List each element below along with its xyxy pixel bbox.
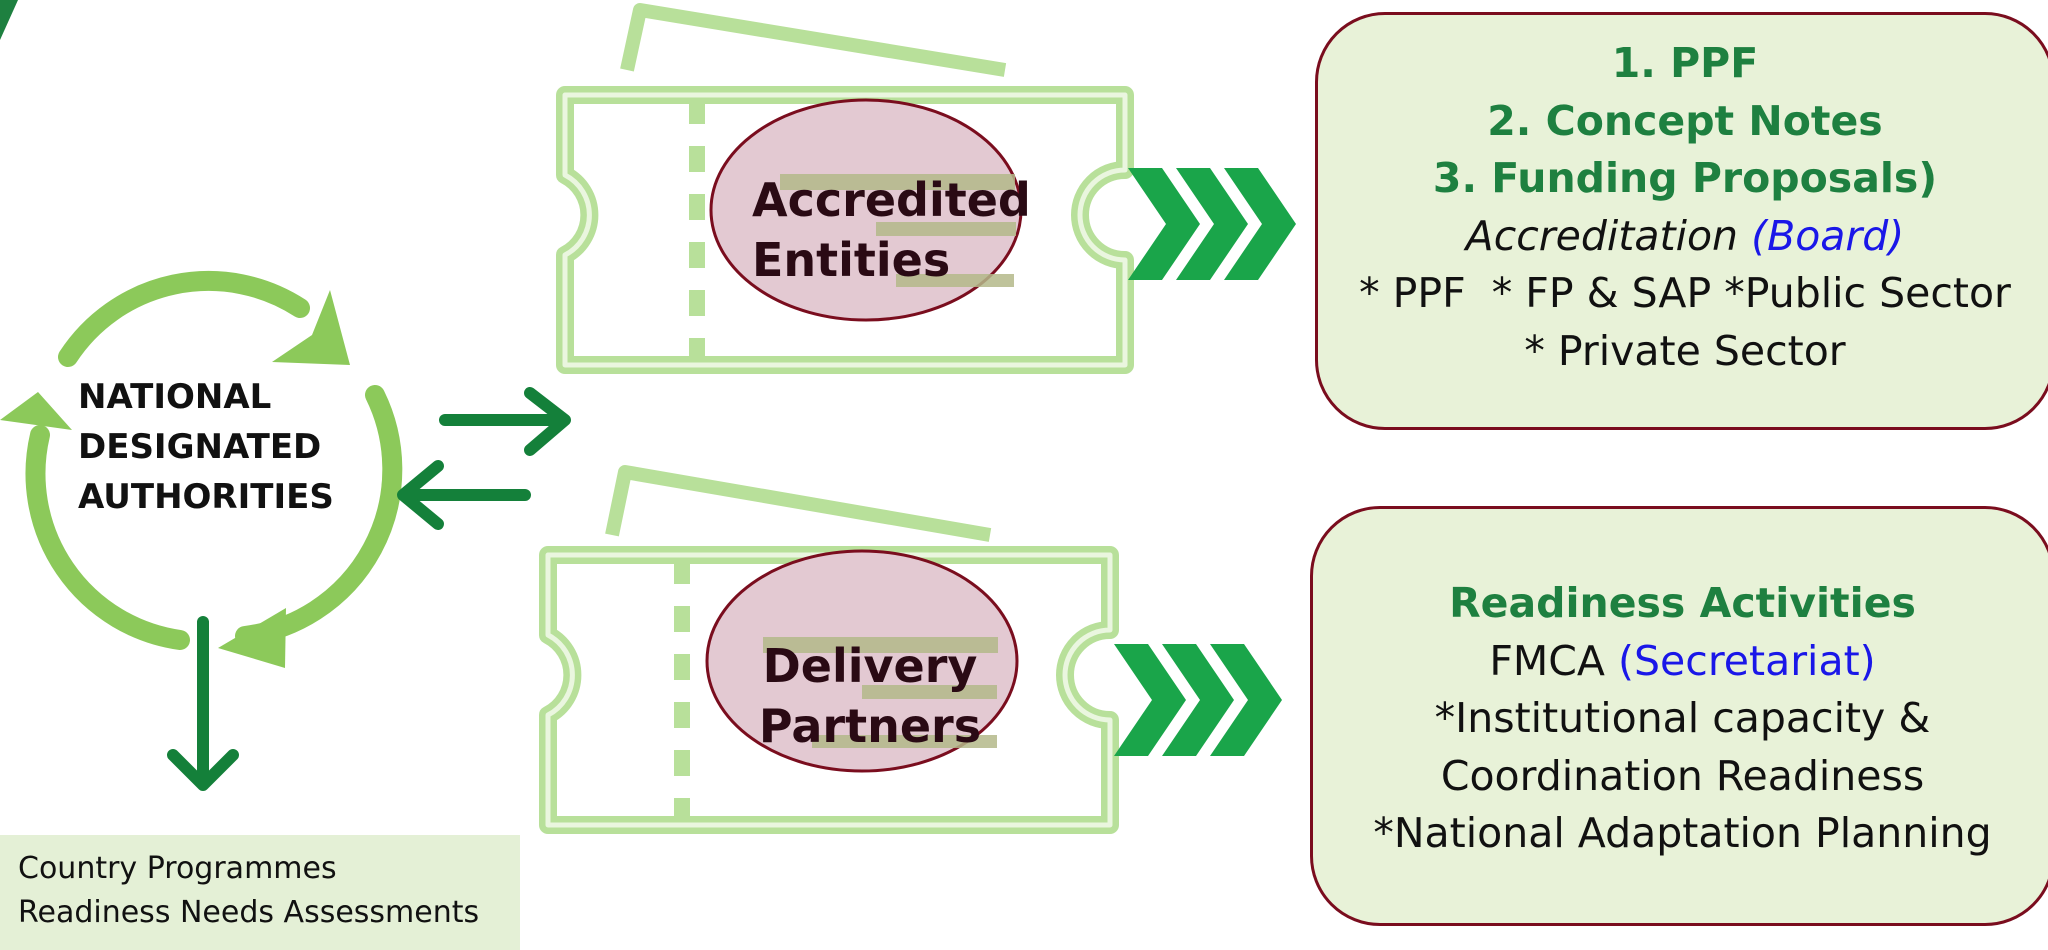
- box2-line-5: *National Adaptation Planning: [1373, 809, 1992, 857]
- accredited-entities-label: Accredited Entities: [700, 170, 1050, 290]
- box1-line-3: 3. Funding Proposals): [1432, 154, 1938, 202]
- country-line-2: Readiness Needs Assessments: [18, 895, 480, 930]
- accredited-line-2: Entities: [752, 233, 951, 287]
- nda-line-3: AUTHORITIES: [78, 477, 334, 517]
- delivery-line-2: Partners: [758, 699, 982, 753]
- country-programmes-box: Country Programmes Readiness Needs Asses…: [0, 835, 520, 950]
- accredited-entities-oval: [709, 98, 1023, 322]
- country-line-1: Country Programmes: [18, 851, 337, 886]
- down-arrow-icon: [167, 616, 239, 791]
- box1-line-2: 2. Concept Notes: [1487, 96, 1883, 145]
- cycle-arrowhead-left: [0, 392, 72, 430]
- accredited-line-1: Accredited: [752, 173, 1031, 227]
- funding-box: 1. PPF 2. Concept Notes 3. Funding Propo…: [1315, 12, 2048, 430]
- nda-line-2: DESIGNATED: [78, 427, 322, 467]
- box2-line-4: Coordination Readiness: [1440, 751, 1925, 800]
- box2-line-3: *Institutional capacity &: [1434, 694, 1931, 742]
- nda-cycle-icon: [25, 270, 403, 650]
- corner-leaf-decoration: [0, 0, 18, 40]
- box1-line-5: * PPF * FP & SAP *Public Sector: [1359, 269, 2011, 317]
- nda-label: NATIONAL DESIGNATED AUTHORITIES: [78, 372, 368, 522]
- accreditation-text: Accreditation: [1465, 211, 1739, 260]
- fmca-text: FMCA: [1489, 636, 1605, 685]
- ticket-accredited-icon: [556, 3, 1134, 374]
- board-text: (Board): [1751, 211, 1905, 260]
- cycle-arrowhead-top: [272, 290, 350, 365]
- box2-line-1: Readiness Activities: [1449, 579, 1916, 627]
- double-arrow-icon: [397, 387, 571, 530]
- secretariat-text: (Secretariat): [1618, 636, 1876, 685]
- box2-line-2: FMCA (Secretariat): [1313, 633, 2048, 691]
- ticket-delivery-icon: [539, 465, 1119, 834]
- box1-line-4: Accreditation (Board): [1318, 208, 2048, 266]
- readiness-box: Readiness Activities FMCA (Secretariat) …: [1310, 506, 2048, 926]
- box1-line-1: 1. PPF: [1611, 39, 1759, 87]
- text-highlight-marks: [763, 637, 998, 748]
- delivery-line-1: Delivery: [762, 639, 978, 693]
- delivery-partners-oval: [705, 549, 1019, 773]
- chevron-arrows-icon: [1128, 168, 1296, 280]
- text-highlight-marks: [780, 174, 1016, 287]
- cycle-arrowhead-bottom: [218, 608, 286, 668]
- chevron-arrows-icon: [1114, 644, 1282, 756]
- delivery-partners-label: Delivery Partners: [730, 636, 1010, 756]
- box1-line-6: * Private Sector: [1524, 326, 1846, 375]
- nda-line-1: NATIONAL: [78, 377, 272, 417]
